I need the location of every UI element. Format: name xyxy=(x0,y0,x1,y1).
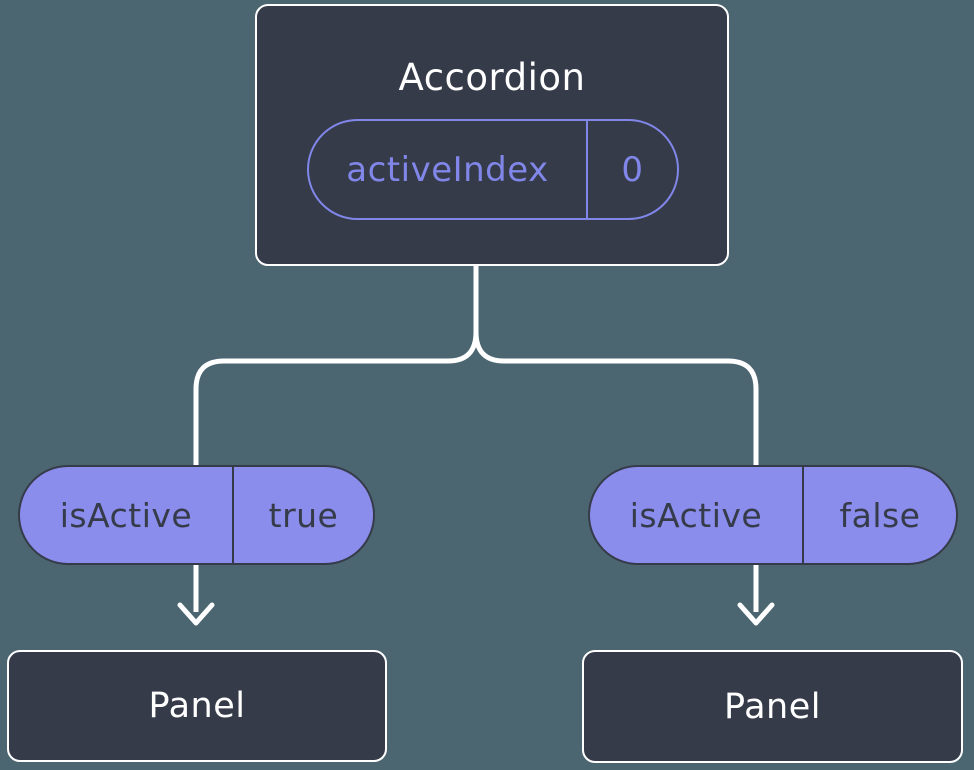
active-index-prop-pill: activeIndex 0 xyxy=(307,119,679,220)
arrow-down-icon xyxy=(737,602,775,626)
panel-node-right: Panel xyxy=(582,650,963,763)
prop-name-label: activeIndex xyxy=(346,149,549,190)
state-value-label: true xyxy=(232,467,373,563)
panel-node-left: Panel xyxy=(7,650,387,762)
arrow-down-icon xyxy=(177,602,215,626)
is-active-pill-left: isActive true xyxy=(18,465,375,565)
connector-root-to-right-child xyxy=(473,266,759,612)
connector-root-to-left-child xyxy=(193,266,479,612)
prop-value-label: 0 xyxy=(586,121,677,218)
state-name-label: isActive xyxy=(59,495,193,535)
state-value-label: false xyxy=(802,467,956,563)
is-active-pill-right: isActive false xyxy=(588,465,958,565)
accordion-node-title: Accordion xyxy=(398,56,586,99)
state-name-label: isActive xyxy=(629,495,763,535)
